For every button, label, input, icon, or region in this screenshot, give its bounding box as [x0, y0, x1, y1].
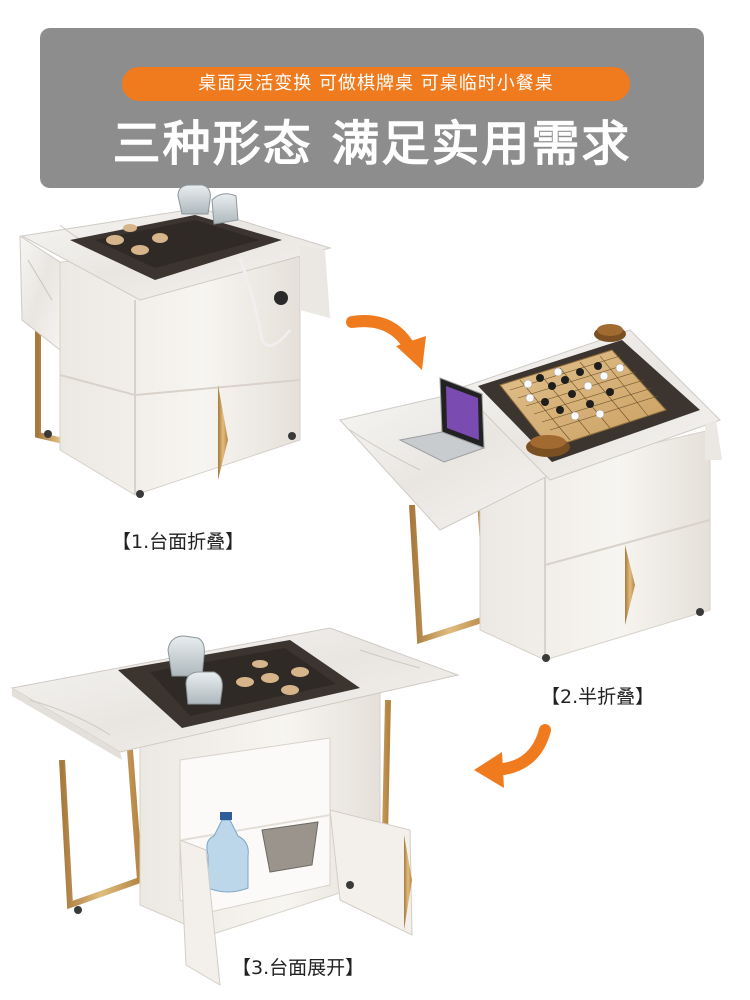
caption-half-folded: 【2.半折叠】 [541, 686, 655, 708]
table-unfolded [10, 627, 460, 986]
table-half-folded [339, 324, 722, 662]
feature-pill: 桌面灵活变换 可做棋牌桌 可桌临时小餐桌 [122, 67, 630, 101]
page-title: 三种形态 满足实用需求 [112, 116, 632, 172]
table-folded [19, 184, 332, 498]
caption-folded: 【1.台面折叠】 [112, 531, 245, 553]
header-banner [40, 28, 704, 188]
arrow-icon [346, 315, 416, 354]
caption-unfolded: 【3.台面展开】 [232, 957, 365, 979]
arrow-head-icon [396, 336, 426, 370]
arrow-head-icon [474, 752, 504, 788]
